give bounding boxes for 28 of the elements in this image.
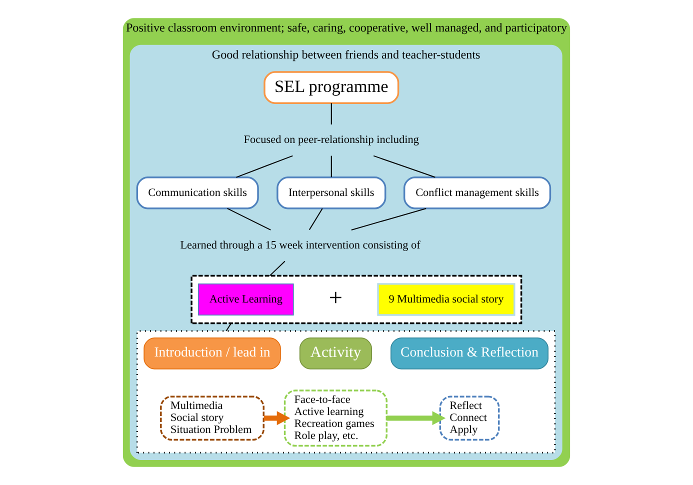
connector	[330, 103, 332, 124]
arrow	[386, 411, 446, 426]
node-box: Interpersonal skills	[276, 176, 386, 210]
connector	[308, 208, 323, 230]
connector	[236, 155, 293, 178]
node-text: Learned through a 15 week intervention consisting of	[180, 239, 420, 252]
connector	[373, 155, 436, 178]
node-box: Multimedia Social story Situation Problem	[160, 396, 264, 441]
cluster	[136, 330, 556, 454]
node-box: 9 Multimedia social story	[377, 283, 516, 316]
connector	[227, 208, 271, 230]
node-box: Face-to-face Active learning Recreation games Role play, etc.	[284, 390, 388, 447]
node-box: SEL programme	[264, 71, 400, 104]
connector	[226, 322, 232, 332]
node-box: Reflect Connect Apply	[439, 396, 500, 441]
node-box: Active Learning	[198, 284, 294, 316]
connector	[351, 208, 426, 230]
connector	[330, 156, 332, 178]
connector	[269, 260, 286, 276]
node-box: Introduction / lead in	[144, 337, 281, 370]
cluster	[190, 274, 522, 324]
label: +	[328, 284, 343, 312]
node-box: Conclusion & Reflection	[390, 337, 548, 370]
node-text: Focused on peer-relationship including	[244, 134, 419, 146]
node-box: Conflict management skills	[403, 176, 552, 210]
arrow	[264, 411, 290, 426]
node-box: Communication skills	[136, 176, 259, 210]
node-box: Activity	[299, 337, 372, 370]
